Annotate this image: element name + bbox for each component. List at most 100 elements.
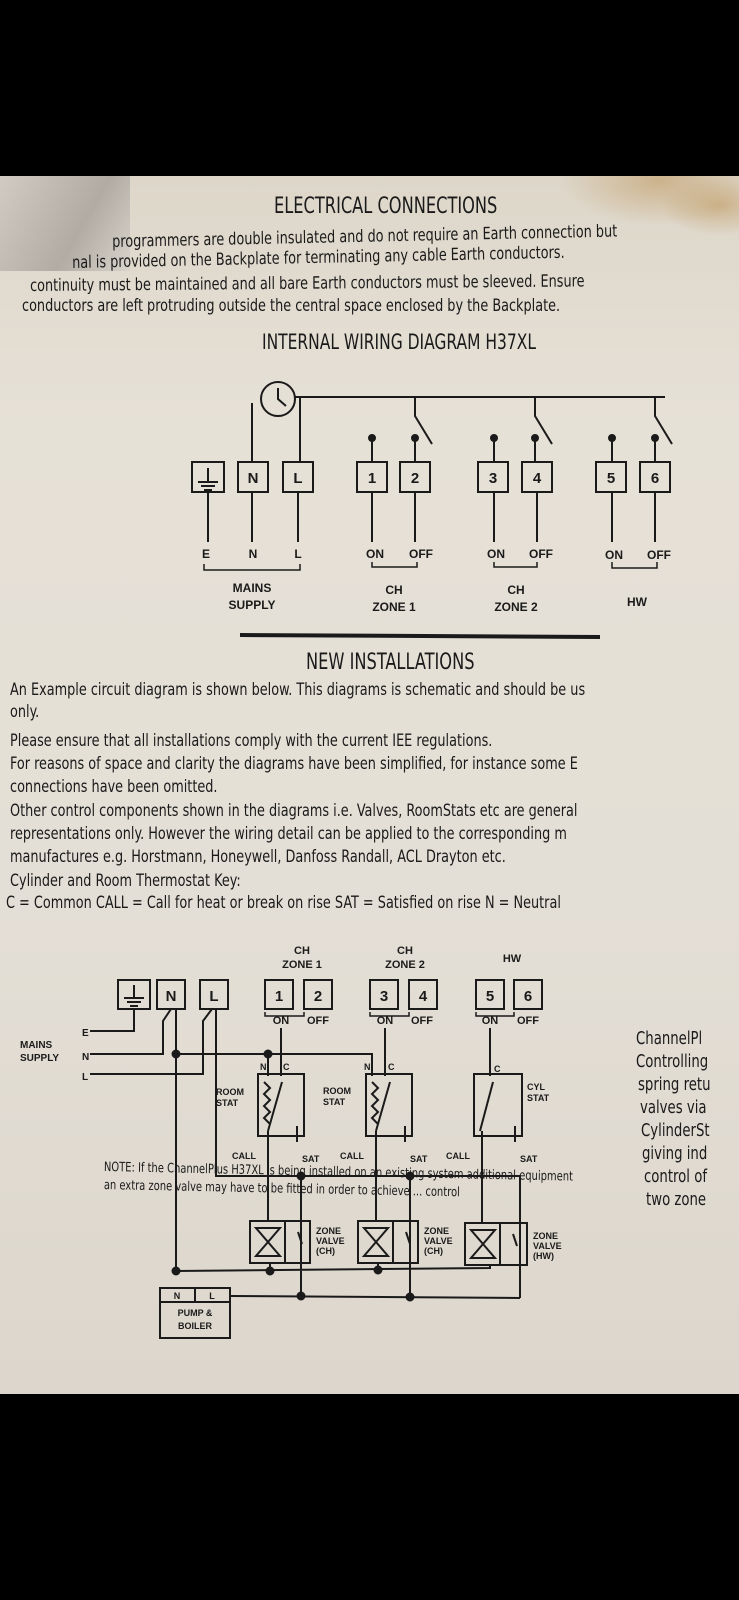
zone-valve-label: ZONE (424, 1226, 449, 1236)
zone-header: HW (503, 953, 522, 965)
terminal-6-label: 6 (524, 988, 532, 1005)
zone-header: CH (397, 945, 413, 957)
call-label: CALL (232, 1151, 256, 1161)
group-label: CH (507, 583, 524, 597)
terminal-3-label: 3 (380, 988, 388, 1005)
side-text-line: valves via (640, 1097, 707, 1118)
group-label: ZONE 1 (372, 600, 416, 614)
group-label: ZONE 2 (494, 600, 538, 614)
manual-page: ELECTRICAL CONNECTIONS programmers are d… (0, 176, 739, 1394)
zone-valve-label: (HW) (533, 1251, 554, 1261)
sat-label: SAT (520, 1154, 538, 1164)
zone-valve-label: (CH) (424, 1246, 443, 1256)
off-label: OFF (529, 547, 553, 561)
zone-header: ZONE 2 (385, 959, 425, 971)
zone-valve-label: VALVE (533, 1241, 562, 1251)
thermostat-key: C = Common CALL = Call for heat or break… (6, 893, 561, 913)
earth-terminal (117, 979, 151, 1010)
mains-l-label: L (294, 547, 301, 561)
group-label: MAINS (233, 581, 272, 595)
paragraph-line: Cylinder and Room Thermostat Key: (10, 871, 241, 891)
mains-supply-label: MAINS (20, 1040, 53, 1051)
terminal-5-label: 5 (607, 470, 615, 487)
terminal-6-label: 6 (651, 470, 659, 487)
paragraph-line: An Example circuit diagram is shown belo… (10, 680, 586, 700)
internal-diagram-title: INTERNAL WIRING DIAGRAM H37XL (262, 330, 536, 354)
on-label: ON (273, 1015, 290, 1027)
side-text-line: control of (644, 1166, 707, 1187)
paragraph-line: manufactures e.g. Horstmann, Honeywell, … (10, 847, 506, 867)
group-label: SUPPLY (229, 598, 276, 612)
zone-valve-label: ZONE (533, 1231, 558, 1241)
terminal-l-label: L (209, 988, 218, 1005)
off-label: OFF (647, 548, 671, 562)
call-label: CALL (446, 1151, 470, 1161)
room-stat-label: ROOM (323, 1086, 351, 1096)
terminal-1-label: 1 (368, 470, 376, 487)
paragraph-line: For reasons of space and clarity the dia… (10, 754, 578, 774)
pump-l-label: L (209, 1291, 215, 1301)
off-label: OFF (307, 1015, 329, 1027)
terminal-n-label: N (166, 988, 177, 1005)
off-label: OFF (411, 1015, 433, 1027)
pump-boiler (159, 1287, 231, 1339)
mains-e-label: E (82, 1028, 89, 1039)
mains-l-label: L (82, 1072, 88, 1083)
side-text-line: giving ind (642, 1143, 708, 1164)
programmer-device-photo (0, 176, 130, 271)
paragraph-line: connections have been omitted. (10, 777, 218, 797)
room-stat-label: STAT (216, 1098, 239, 1108)
stat-c-label: C (494, 1064, 501, 1074)
mains-n-label: N (249, 547, 258, 561)
stat-c-label: C (388, 1062, 395, 1072)
terminal-1-label: 1 (275, 988, 283, 1005)
terminal-3-label: 3 (489, 470, 497, 487)
stat-n-label: N (260, 1062, 267, 1072)
paragraph-line: Other control components shown in the di… (10, 801, 578, 821)
cyl-stat-label: STAT (527, 1093, 550, 1103)
stat-n-label: N (364, 1062, 371, 1072)
on-label: ON (377, 1015, 394, 1027)
earth-icon (198, 468, 218, 491)
zone-header: ZONE 1 (282, 959, 322, 971)
terminal-4-label: 4 (419, 988, 428, 1005)
internal-wiring-diagram: N L 1 2 3 4 5 6 E N L ON OFF ON OFF ON O… (191, 381, 673, 639)
on-label: ON (605, 548, 623, 562)
clock-icon (260, 381, 296, 417)
paragraph-line: Please ensure that all installations com… (10, 731, 493, 751)
zone-valve-label: (CH) (316, 1246, 335, 1256)
paragraph-line: representations only. However the wiring… (10, 824, 567, 844)
earth-icon (124, 985, 144, 1007)
pump-n-label: N (174, 1291, 181, 1301)
off-label: OFF (517, 1015, 539, 1027)
terminal-n-label: N (248, 470, 259, 487)
mains-n-label: N (82, 1052, 89, 1063)
paragraph-line: only. (10, 702, 40, 722)
off-label: OFF (409, 547, 433, 561)
terminal-l-label: L (293, 470, 302, 487)
side-text-line: CylinderSt (641, 1120, 710, 1141)
side-text-line: Controlling (636, 1051, 709, 1072)
cylinder-stat (473, 1073, 523, 1137)
room-stat-1 (257, 1073, 305, 1137)
call-label: CALL (340, 1151, 364, 1161)
room-stat-label: STAT (323, 1097, 346, 1107)
side-text-line: two zone (646, 1189, 707, 1210)
terminal-2-label: 2 (411, 470, 419, 487)
group-label: HW (627, 595, 648, 609)
on-label: ON (482, 1015, 499, 1027)
pump-boiler-label: PUMP & (178, 1308, 213, 1318)
zone-valve-label: VALVE (316, 1236, 345, 1246)
sat-label: SAT (302, 1154, 320, 1164)
zone-valve-label: ZONE (316, 1226, 341, 1236)
room-stat-label: ROOM (216, 1087, 244, 1097)
side-text-line: spring retu (638, 1074, 711, 1095)
terminal-5-label: 5 (486, 988, 494, 1005)
terminal-2-label: 2 (314, 988, 322, 1005)
zone-valve-hw (464, 1222, 528, 1266)
sat-label: SAT (410, 1154, 428, 1164)
stat-c-label: C (283, 1062, 290, 1072)
room-stat-2 (365, 1073, 413, 1137)
pump-boiler-label: BOILER (178, 1321, 213, 1331)
zone-header: CH (294, 945, 310, 957)
